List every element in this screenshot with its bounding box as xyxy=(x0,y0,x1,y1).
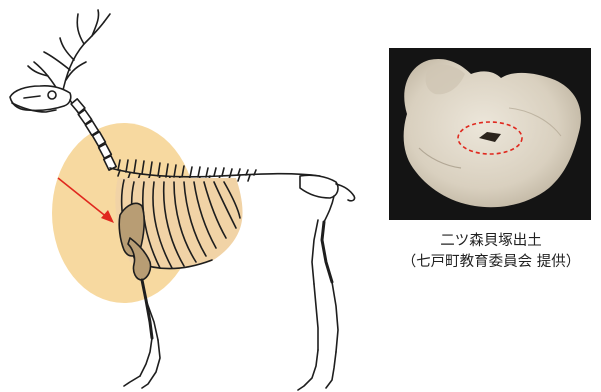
photo-caption-line1: 二ツ森貝塚出土 xyxy=(381,229,601,250)
deer-skeleton-illustration xyxy=(0,0,380,392)
bone-photo-image xyxy=(389,48,591,220)
antlers xyxy=(28,10,110,95)
skull xyxy=(10,86,71,112)
tail xyxy=(336,184,355,201)
photo-caption-line2: （七戸町教育委員会 提供） xyxy=(381,250,601,271)
hind-legs xyxy=(298,175,338,390)
bone-photo xyxy=(389,48,591,220)
